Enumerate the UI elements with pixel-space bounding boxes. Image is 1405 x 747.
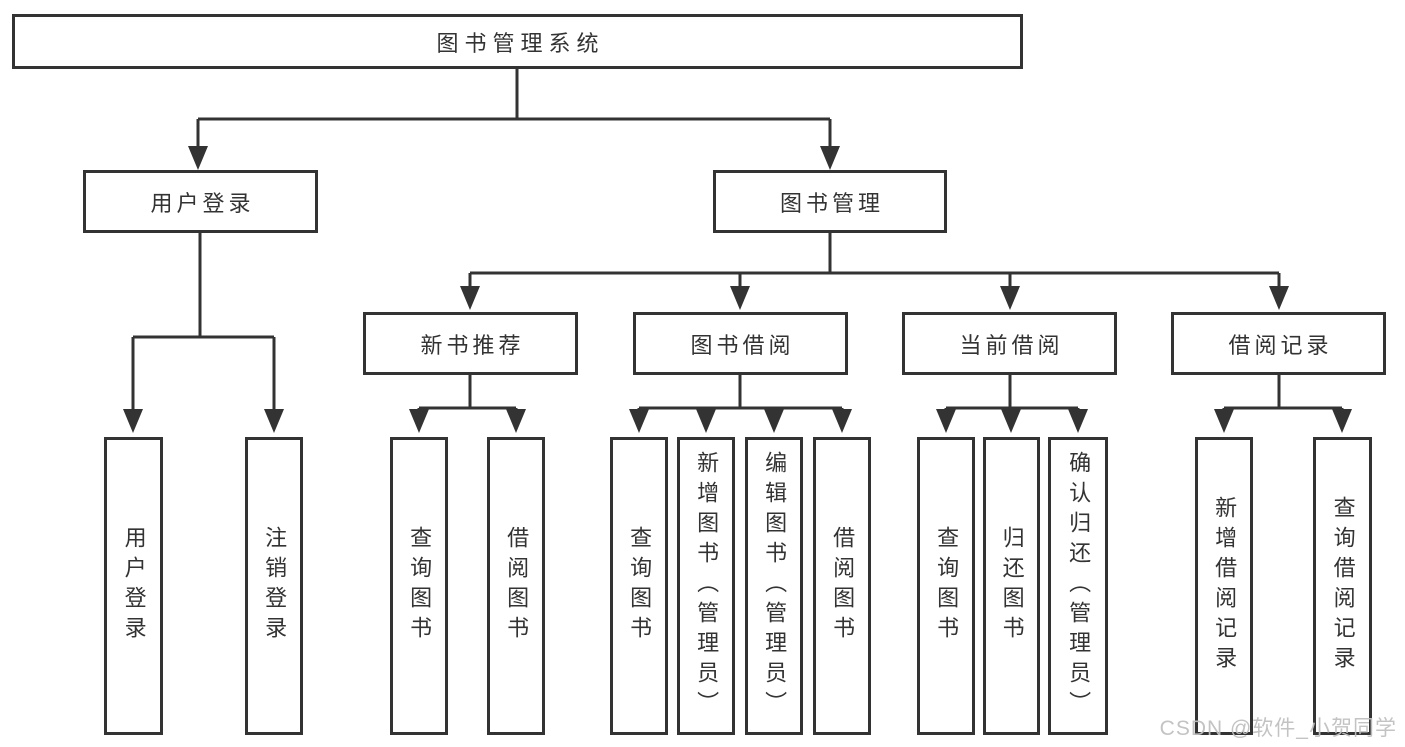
leaf-cb-query-books: 查询图书 (917, 437, 975, 735)
node-borrow-records: 借阅记录 (1171, 312, 1386, 375)
leaf-user-login: 用户登录 (104, 437, 163, 735)
leaf-cb-return-book-label: 归还图书 (999, 526, 1025, 646)
leaf-bb-add-book-admin-label: 新增图书（管理员） (694, 451, 720, 721)
leaf-br-query-borrow-record: 查询借阅记录 (1313, 437, 1372, 735)
connector-borrow-records-to-leaves (1222, 375, 1344, 411)
arrowheads-new-book-recommend-to-leaves (409, 409, 526, 433)
connector-root-to-branches (196, 69, 832, 149)
leaf-user-login-label: 用户登录 (121, 526, 147, 646)
leaf-logout: 注销登录 (245, 437, 303, 735)
root-node-library-management-system: 图书管理系统 (12, 14, 1023, 69)
leaf-cb-query-books-label: 查询图书 (934, 526, 960, 646)
leaf-bb-query-books: 查询图书 (610, 437, 668, 735)
arrowheads-book-borrow-to-leaves (629, 409, 852, 433)
leaf-bb-edit-book-admin-label: 编辑图书（管理员） (762, 451, 788, 721)
arrowheads-current-borrow-to-leaves (936, 409, 1088, 433)
node-user-login: 用户登录 (83, 170, 318, 233)
root-node-label: 图书管理系统 (436, 30, 605, 56)
leaf-nb-borrow-books: 借阅图书 (487, 437, 545, 735)
node-borrow-records-label: 借阅记录 (1228, 332, 1333, 358)
connector-book-management-to-groups (468, 233, 1281, 288)
leaf-cb-confirm-return-admin: 确认归还（管理员） (1048, 437, 1108, 735)
connector-user-login-to-leaves (131, 233, 276, 411)
arrowheads-root-to-branches (188, 146, 840, 170)
leaf-bb-borrow-books: 借阅图书 (813, 437, 871, 735)
arrowheads-borrow-records-to-leaves (1214, 409, 1352, 433)
leaf-bb-query-books-label: 查询图书 (627, 526, 653, 646)
connector-current-borrow-to-leaves (944, 375, 1080, 411)
leaf-cb-confirm-return-admin-label: 确认归还（管理员） (1066, 451, 1092, 721)
leaf-br-add-borrow-record-label: 新增借阅记录 (1212, 496, 1238, 676)
node-book-borrow: 图书借阅 (633, 312, 848, 375)
node-user-login-label: 用户登录 (150, 190, 255, 216)
leaf-logout-label: 注销登录 (262, 526, 288, 646)
node-book-management: 图书管理 (713, 170, 947, 233)
leaf-nb-query-books: 查询图书 (390, 437, 448, 735)
leaf-br-add-borrow-record: 新增借阅记录 (1195, 437, 1253, 735)
leaf-cb-return-book: 归还图书 (983, 437, 1040, 735)
leaf-bb-add-book-admin: 新增图书（管理员） (677, 437, 735, 735)
arrowheads-user-login-to-leaves (123, 409, 284, 433)
connector-book-borrow-to-leaves (637, 375, 844, 411)
leaf-bb-edit-book-admin: 编辑图书（管理员） (745, 437, 803, 735)
leaf-nb-borrow-books-label: 借阅图书 (504, 526, 530, 646)
node-book-borrow-label: 图书借阅 (690, 332, 795, 358)
csdn-watermark: CSDN @软件_小贺同学 (1159, 717, 1397, 740)
node-new-book-recommend-label: 新书推荐 (420, 332, 525, 358)
node-current-borrow-label: 当前借阅 (959, 332, 1064, 358)
leaf-bb-borrow-books-label: 借阅图书 (830, 526, 856, 646)
node-new-book-recommend: 新书推荐 (363, 312, 578, 375)
leaf-nb-query-books-label: 查询图书 (407, 526, 433, 646)
node-book-management-label: 图书管理 (779, 190, 884, 216)
arrowheads-book-management-to-groups (460, 286, 1289, 310)
leaf-br-query-borrow-record-label: 查询借阅记录 (1330, 496, 1356, 676)
connector-new-book-recommend-to-leaves (417, 375, 518, 411)
node-current-borrow: 当前借阅 (902, 312, 1117, 375)
